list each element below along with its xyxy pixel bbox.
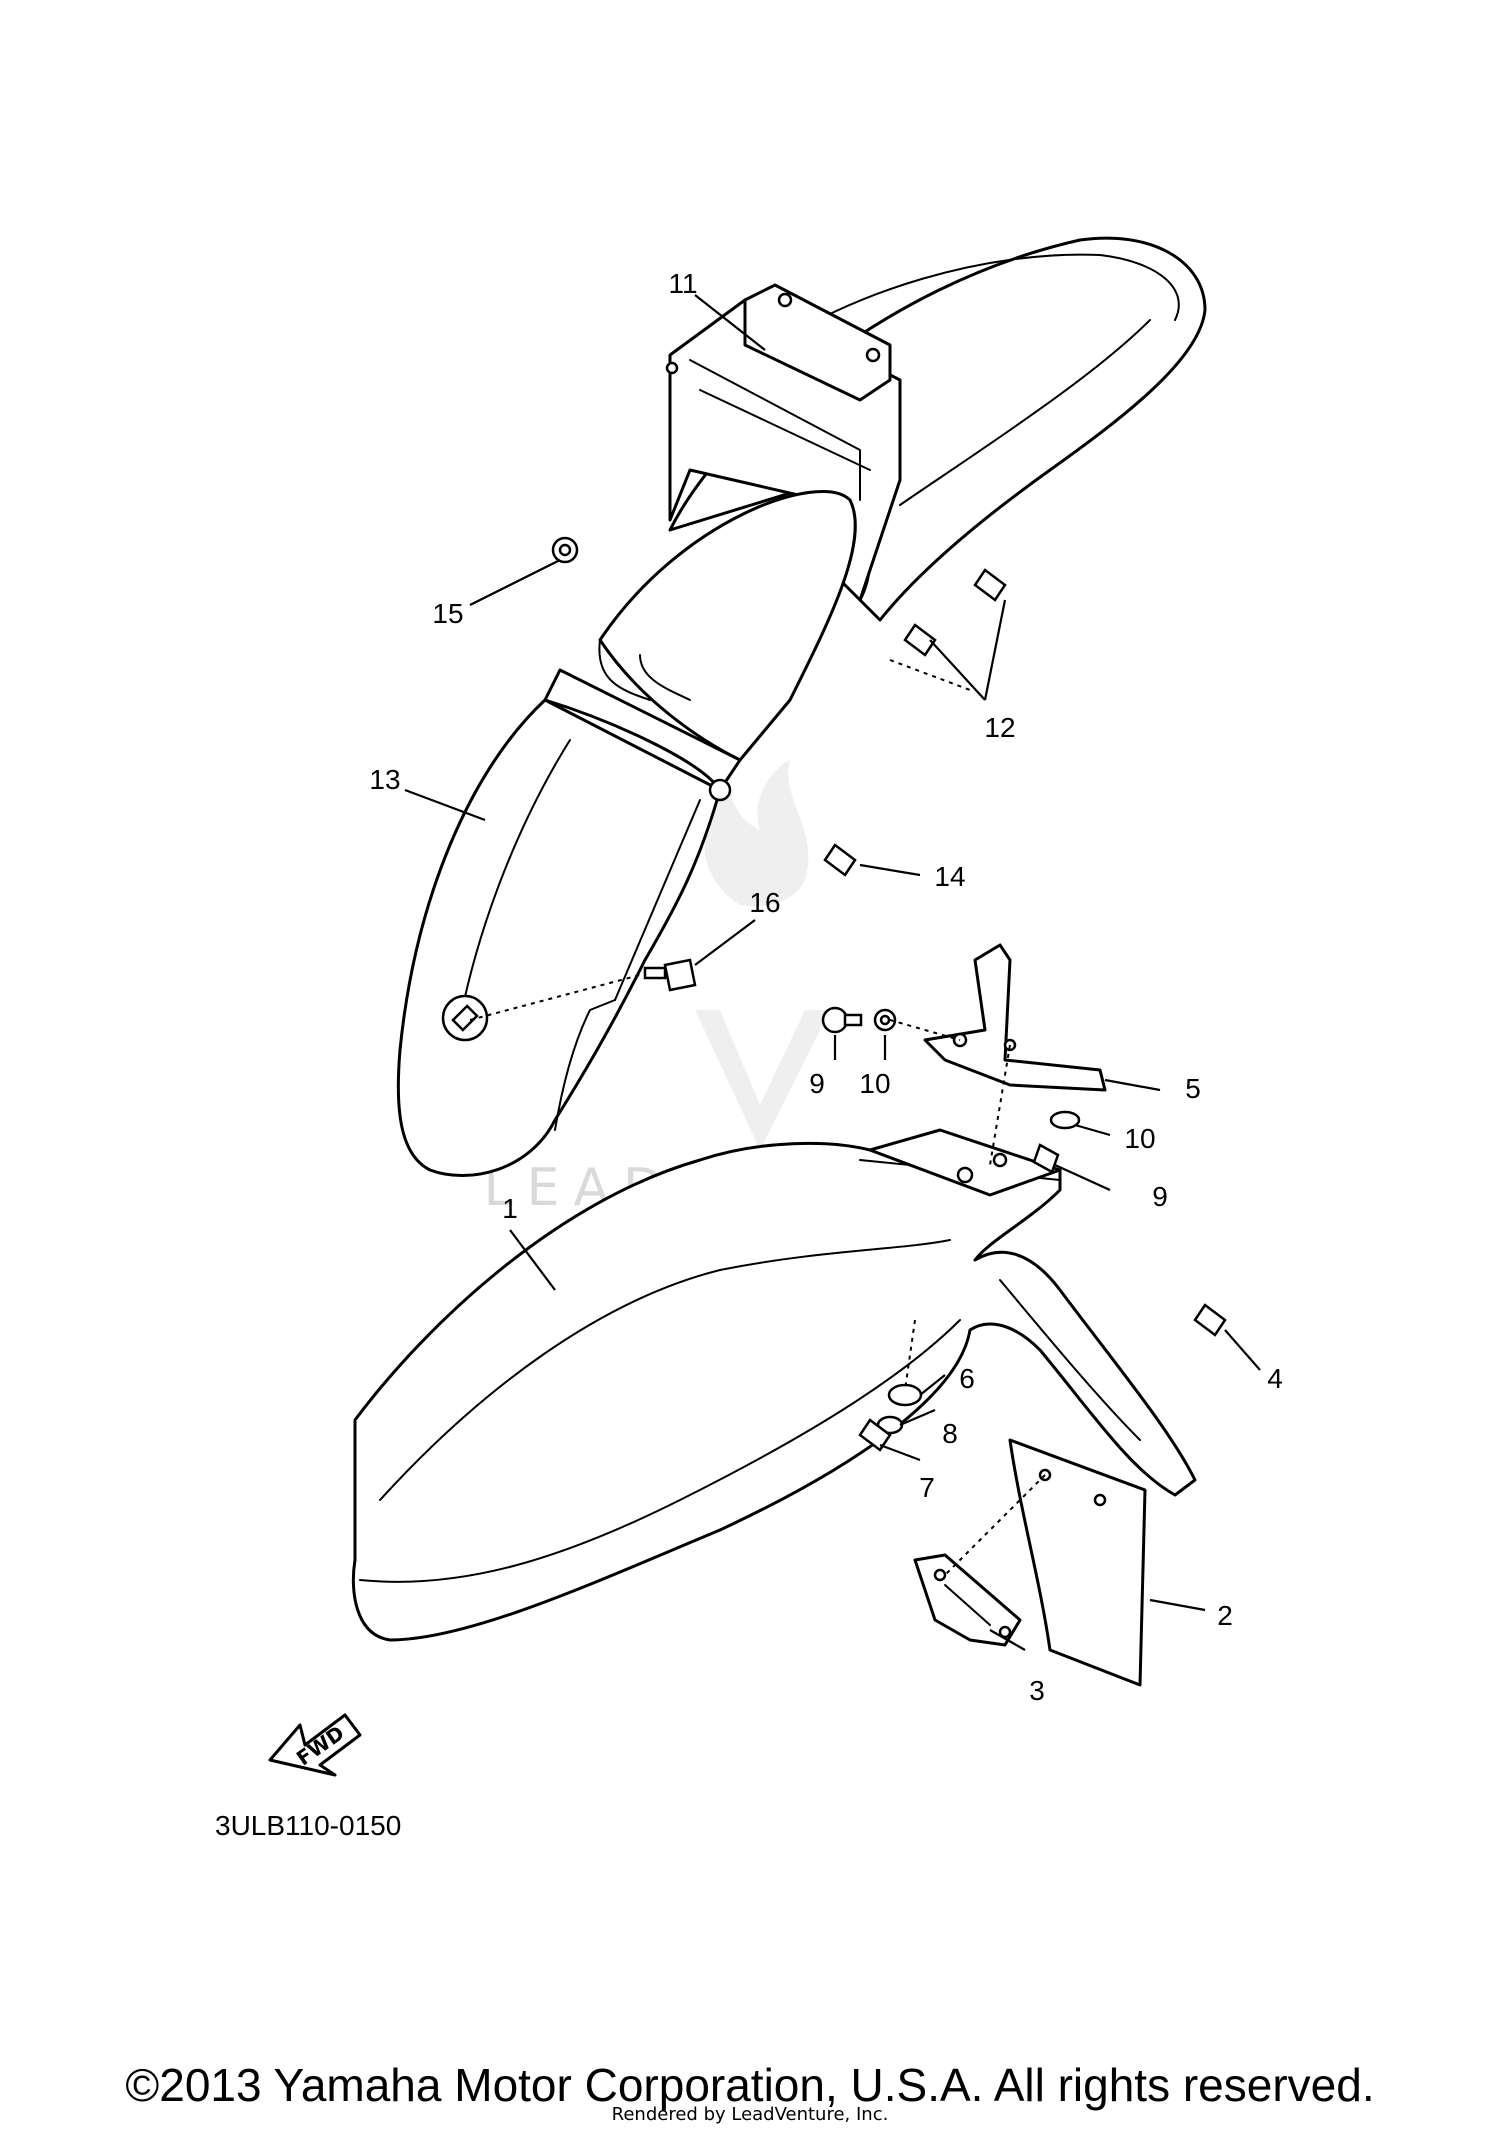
hardware-15-nut xyxy=(551,536,579,564)
part-1-front-fender xyxy=(351,1128,1197,1642)
hardware-6-washer xyxy=(887,1383,923,1407)
callout-9a: 9 xyxy=(809,1068,825,1099)
part-3-plate xyxy=(913,1553,1022,1647)
assembly-lines xyxy=(469,659,1046,1576)
hardware-12-bolts xyxy=(903,568,1007,657)
callout-7: 7 xyxy=(919,1472,935,1503)
callouts: 11 15 12 13 14 16 9 10 5 10 9 1 4 6 8 7 … xyxy=(369,268,1282,1706)
callout-9b: 9 xyxy=(1152,1181,1168,1212)
hardware-10-washer xyxy=(873,1008,1081,1130)
hardware-14-bolt xyxy=(823,843,857,877)
hardware-7-bolt xyxy=(858,1418,892,1452)
leader-lines xyxy=(404,294,1261,1651)
rendered-by-text: Rendered by LeadVenture, Inc. xyxy=(611,2104,889,2125)
part-13-splash-guard xyxy=(396,490,857,1178)
callout-2: 2 xyxy=(1217,1600,1233,1631)
hardware-9-bolt xyxy=(821,1006,1060,1174)
callout-10a: 10 xyxy=(859,1068,890,1099)
callout-11: 11 xyxy=(668,268,697,299)
callout-6: 6 xyxy=(959,1363,975,1394)
callout-16: 16 xyxy=(749,887,780,918)
copyright-text: ©2013 Yamaha Motor Corporation, U.S.A. A… xyxy=(125,2059,1375,2111)
callout-3: 3 xyxy=(1029,1675,1045,1706)
callout-10b: 10 xyxy=(1124,1123,1155,1154)
callout-13: 13 xyxy=(369,764,400,795)
callout-4: 4 xyxy=(1267,1363,1283,1394)
part-2-mud-flap xyxy=(1008,1438,1147,1687)
callout-8: 8 xyxy=(942,1418,958,1449)
callout-1: 1 xyxy=(502,1193,518,1224)
hardware-16-screw xyxy=(643,958,697,992)
callout-15: 15 xyxy=(432,598,463,629)
drawing-number: 3ULB110-0150 xyxy=(215,1810,401,1841)
callout-14: 14 xyxy=(934,861,965,892)
callout-12: 12 xyxy=(984,712,1015,743)
part-5-bracket xyxy=(923,943,1107,1092)
leadventure-watermark-logo xyxy=(695,760,830,1150)
hardware-4-bolt xyxy=(1193,1303,1227,1337)
fwd-arrow-icon: FWD xyxy=(268,1713,362,1777)
callout-5: 5 xyxy=(1185,1073,1201,1104)
